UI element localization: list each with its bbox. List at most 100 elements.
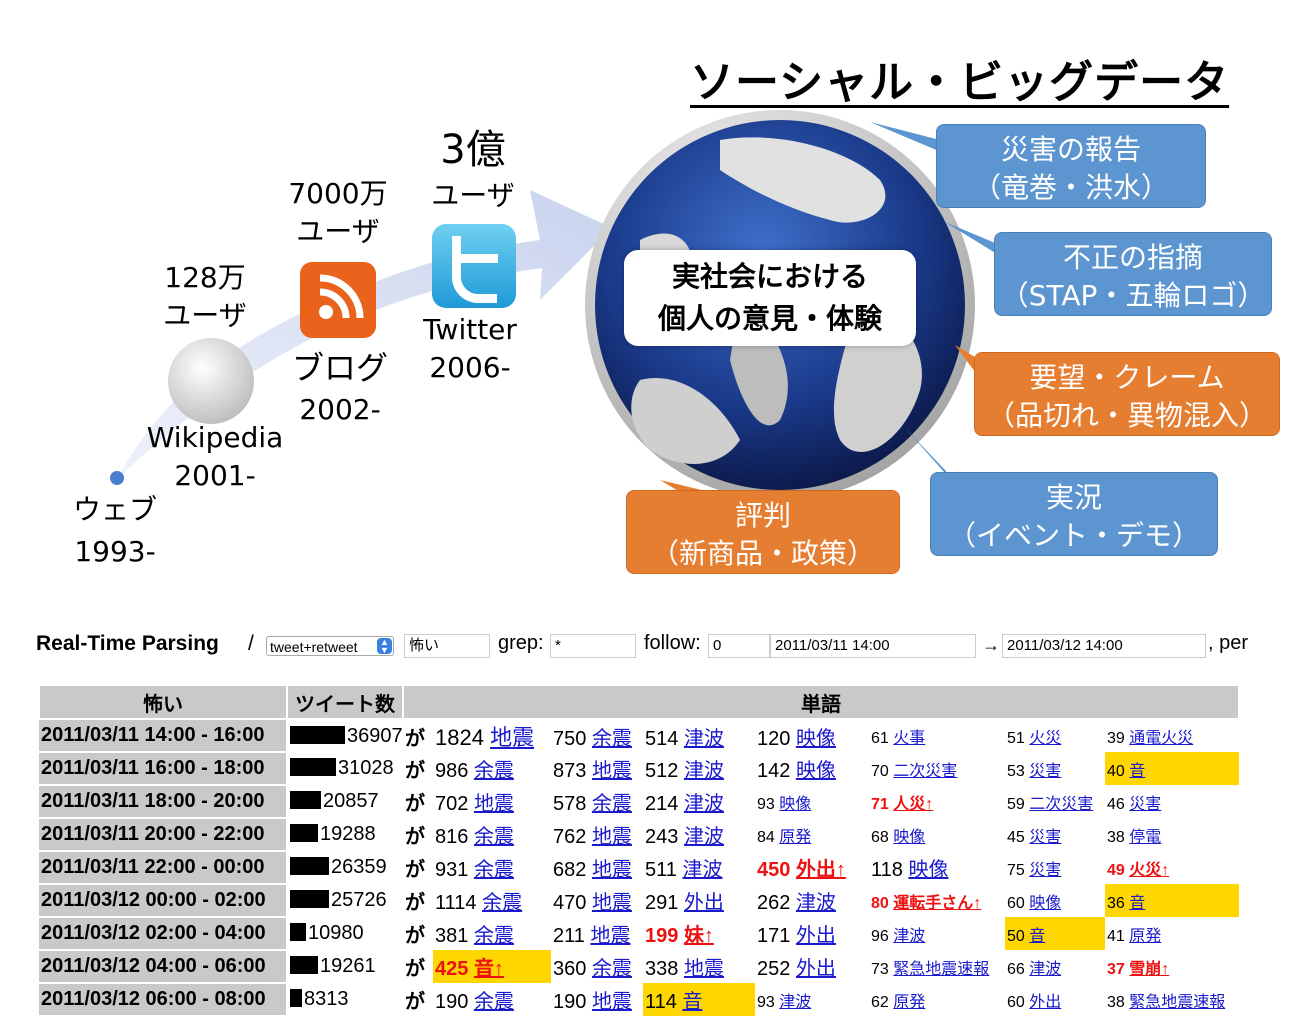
word-link[interactable]: 原発 <box>1129 927 1162 945</box>
word-link[interactable]: 映像 <box>908 859 949 881</box>
word-count: 73 <box>871 960 889 978</box>
word-link[interactable]: 外出 <box>795 925 836 947</box>
word-link[interactable]: 音 <box>1129 894 1146 912</box>
word-link[interactable]: 地震 <box>591 859 632 881</box>
word-link[interactable]: 緊急地震速報 <box>1129 993 1226 1011</box>
blog-rss-icon <box>300 262 376 338</box>
word-cell: 252 外出 <box>755 950 869 983</box>
callout-live-reports-detail: （イベント・デモ） <box>947 519 1200 552</box>
word-link[interactable]: 地震 <box>591 991 632 1013</box>
count-bar <box>290 956 318 974</box>
word-link[interactable]: 津波 <box>1029 960 1062 978</box>
word-link[interactable]: 余震 <box>591 727 632 750</box>
date-to-input[interactable]: 2011/03/12 14:00 <box>1002 634 1206 658</box>
word-link[interactable]: 余震 <box>473 760 514 782</box>
word-link[interactable]: 映像 <box>893 828 926 846</box>
word-link[interactable]: 津波 <box>683 727 724 750</box>
word-link[interactable]: 余震 <box>591 958 632 980</box>
word-count: 816 <box>435 826 469 848</box>
word-count: 49 <box>1107 861 1125 879</box>
word-count: 470 <box>553 892 587 914</box>
word-count: 360 <box>553 958 587 980</box>
word-link[interactable]: 余震 <box>591 793 632 815</box>
word-cell: 73 緊急地震速報 <box>869 950 1005 983</box>
word-link[interactable]: 地震 <box>683 958 724 980</box>
word-link[interactable]: 停電 <box>1129 828 1162 846</box>
word-link[interactable]: 原発 <box>779 828 812 846</box>
word-count: 511 <box>645 859 677 881</box>
word-link[interactable]: 余震 <box>482 892 523 914</box>
word-link[interactable]: 外出 <box>683 892 724 914</box>
word-link[interactable]: 津波 <box>683 760 724 782</box>
word-link[interactable]: 音↑ <box>473 958 504 980</box>
word-link[interactable]: 地震 <box>590 925 631 947</box>
word-link[interactable]: 映像 <box>795 760 836 782</box>
word-count: 51 <box>1007 730 1025 747</box>
word-link[interactable]: 津波 <box>683 826 724 848</box>
word-link[interactable]: 火災 <box>1029 730 1062 747</box>
word-link[interactable]: 運転手さん↑ <box>893 894 982 912</box>
word-link[interactable]: 通電火災 <box>1129 730 1194 747</box>
word-link[interactable]: 地震 <box>473 793 514 815</box>
word-cell: 816 余震 <box>433 818 551 851</box>
word-link[interactable]: 映像 <box>795 727 836 750</box>
word-cell: 61 火事 <box>869 719 1005 752</box>
word-link[interactable]: 津波 <box>893 927 926 945</box>
word-count: 750 <box>553 727 587 750</box>
word-link[interactable]: 地震 <box>591 826 632 848</box>
word-link[interactable]: 音 <box>682 991 703 1013</box>
word-cell: 873 地震 <box>551 752 643 785</box>
word-link[interactable]: 映像 <box>1029 894 1062 912</box>
word-link[interactable]: 人災↑ <box>893 795 934 813</box>
word-link[interactable]: 二次災害 <box>1029 795 1094 813</box>
word-link[interactable]: 音 <box>1029 927 1046 945</box>
word-link[interactable]: 余震 <box>473 826 514 848</box>
grep-input[interactable]: * <box>550 634 636 658</box>
word-link[interactable]: 余震 <box>473 859 514 881</box>
word-cell: 425 音↑ <box>433 950 551 983</box>
word-link[interactable]: 津波 <box>683 793 724 815</box>
mode-select[interactable]: tweet+retweet ▲▼ <box>266 636 394 656</box>
word-link[interactable]: 余震 <box>473 925 514 947</box>
word-count: 291 <box>645 892 679 914</box>
word-link[interactable]: 地震 <box>490 725 535 750</box>
word-link[interactable]: 外出 <box>795 958 836 980</box>
word-link[interactable]: 災害 <box>1129 795 1162 813</box>
word-cell: 37 雪崩↑ <box>1105 950 1239 983</box>
select-arrows-icon: ▲▼ <box>377 638 392 655</box>
keyword-input[interactable]: 怖い <box>404 634 490 658</box>
particle-cell: が <box>405 727 425 750</box>
timeline-blog-users-unit: ユーザ <box>296 215 380 248</box>
word-link[interactable]: 妹↑ <box>683 925 714 947</box>
word-link[interactable]: 災害 <box>1029 861 1062 879</box>
word-link[interactable]: 津波 <box>779 993 812 1011</box>
word-link[interactable]: 二次災害 <box>893 762 958 780</box>
word-link[interactable]: 火事 <box>893 730 926 747</box>
word-link[interactable]: 津波 <box>682 859 723 881</box>
word-count: 512 <box>645 760 679 782</box>
word-count: 682 <box>553 859 587 881</box>
tweet-count-cell: 31028 <box>287 752 403 785</box>
word-link[interactable]: 映像 <box>779 795 812 813</box>
follow-input[interactable]: 0 <box>708 634 770 658</box>
word-link[interactable]: 原発 <box>893 993 926 1011</box>
word-link[interactable]: 火災↑ <box>1129 861 1170 879</box>
word-link[interactable]: 雪崩↑ <box>1129 960 1170 978</box>
word-link[interactable]: 災害 <box>1029 828 1062 846</box>
word-link[interactable]: 災害 <box>1029 762 1062 780</box>
word-link[interactable]: 地震 <box>591 760 632 782</box>
date-from-input[interactable]: 2011/03/11 14:00 <box>770 634 976 658</box>
word-link[interactable]: 地震 <box>591 892 632 914</box>
word-link[interactable]: 音 <box>1129 762 1146 780</box>
word-link[interactable]: 津波 <box>795 892 836 914</box>
word-cell: 470 地震 <box>551 884 643 917</box>
word-link[interactable]: 外出↑ <box>795 859 846 881</box>
word-cell: 682 地震 <box>551 851 643 884</box>
word-cell: 93 津波 <box>755 983 869 1016</box>
word-link[interactable]: 余震 <box>473 991 514 1013</box>
word-count: 59 <box>1007 795 1025 813</box>
timeline-wikipedia-year: 2001- <box>174 459 256 492</box>
word-link[interactable]: 緊急地震速報 <box>893 960 990 978</box>
word-link[interactable]: 外出 <box>1029 993 1062 1011</box>
